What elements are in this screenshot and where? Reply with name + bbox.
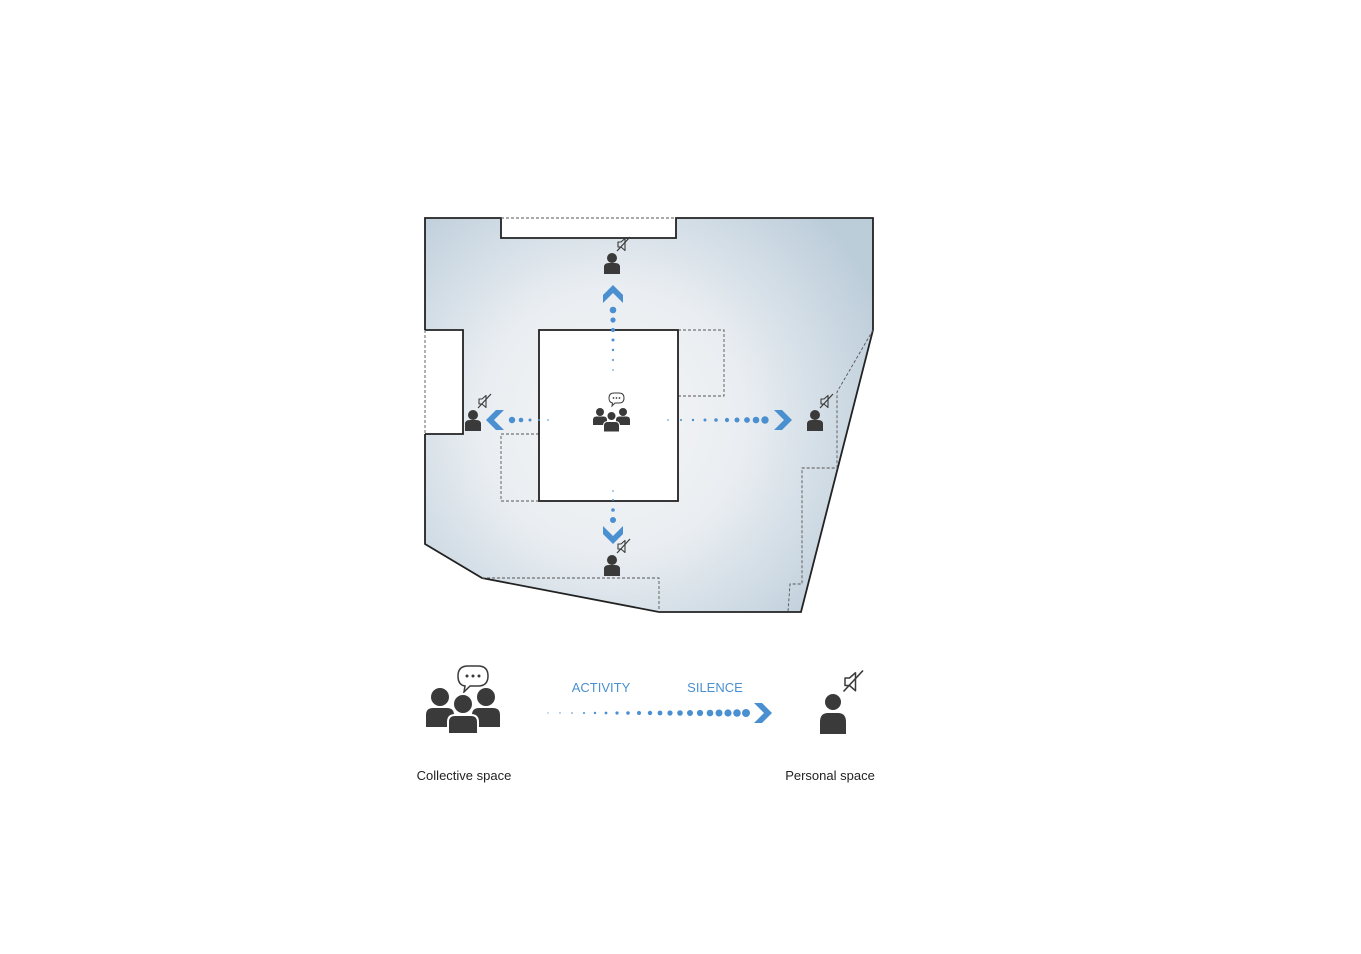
left-notch-wall <box>425 329 464 435</box>
dashed-outlines <box>424 217 874 613</box>
arrow-left <box>486 410 549 430</box>
legend-arrow <box>547 703 772 723</box>
legend-personal-icon <box>820 669 864 734</box>
legend-personal-label: Personal space <box>785 768 875 783</box>
legend: ACTIVITY SILENCE Collective space Person… <box>417 665 875 783</box>
arrow-up <box>603 285 623 371</box>
arrow-down <box>603 490 623 544</box>
legend-collective-label: Collective space <box>417 768 512 783</box>
arrow-right <box>667 410 792 430</box>
collective-group-icon <box>593 392 630 433</box>
legend-collective-icon <box>426 665 500 735</box>
floor-plan <box>424 217 874 613</box>
legend-activity-label: ACTIVITY <box>572 680 631 695</box>
legend-silence-label: SILENCE <box>687 680 743 695</box>
